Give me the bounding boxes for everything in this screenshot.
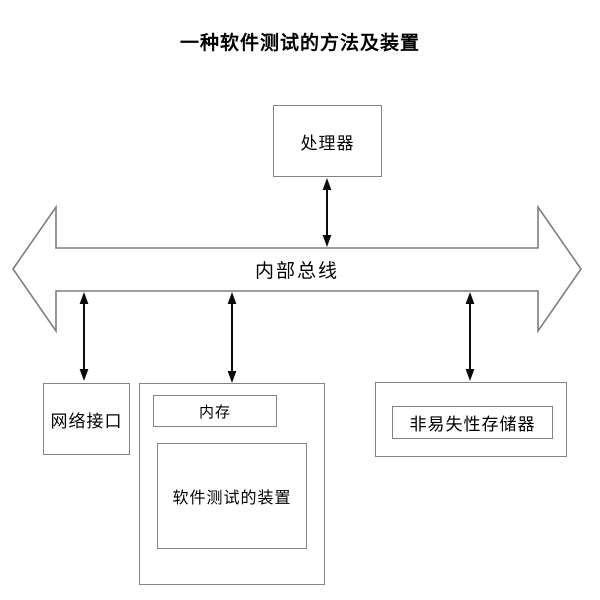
nonvolatile-memory-label: 非易失性存储器: [409, 415, 536, 435]
figure-title: 一种软件测试的方法及装置: [179, 33, 420, 54]
memory-title-box: 内存: [153, 395, 277, 427]
double-arrow-processor-bus: [322, 178, 332, 247]
internal-bus-arrow-shape: [12, 204, 582, 334]
double-arrow-bus-memory: [227, 292, 237, 383]
software-test-device-box: 软件测试的装置: [157, 443, 307, 549]
double-arrow-bus-nvm: [465, 292, 475, 381]
processor-label: 处理器: [300, 133, 355, 154]
processor-box: 处理器: [273, 105, 382, 177]
nonvolatile-memory-title-box: 非易失性存储器: [392, 406, 553, 439]
double-arrow-bus-network: [79, 292, 89, 381]
internal-bus-label: 内部总线: [254, 260, 339, 282]
network-interface-box: 网络接口: [43, 383, 130, 455]
memory-label: 内存: [198, 402, 231, 421]
software-test-device-label: 软件测试的装置: [172, 488, 292, 507]
network-interface-label: 网络接口: [50, 411, 123, 432]
